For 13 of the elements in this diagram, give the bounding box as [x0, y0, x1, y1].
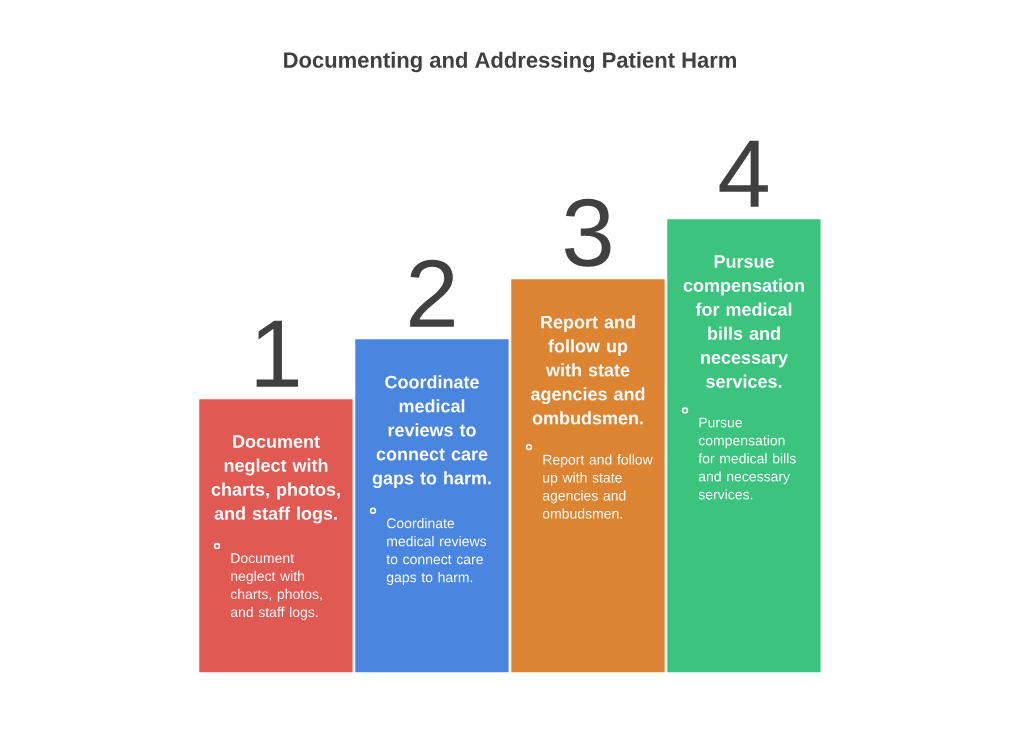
step-heading: Coordinate medical reviews to connect care gaps to harm.	[372, 375, 491, 489]
bullet-text: Coordinate medical reviews to connect care gaps to harm.	[386, 518, 487, 586]
step-number: 4	[719, 140, 768, 207]
step-heading: Report and follow up with state agencies and ombudsmen.	[531, 315, 645, 425]
bullet-text: Pursue compensation for medical bills and necessary services.	[698, 417, 796, 500]
bullet-text: Document neglect with charts, photos, and staff logs.	[230, 553, 322, 620]
step-heading: Document neglect with charts, photos, and staff logs.	[211, 435, 340, 524]
step-number: 1	[256, 320, 298, 387]
bullet-text: Report and follow up with state agencies and ombudsmen.	[542, 454, 653, 519]
title: Documenting and Addressing Patient Harm	[284, 51, 736, 73]
step-number: 2	[410, 259, 454, 327]
step-number: 3	[564, 198, 611, 267]
step-heading: Pursue compensation for medical bills and necessary services.	[683, 255, 804, 388]
